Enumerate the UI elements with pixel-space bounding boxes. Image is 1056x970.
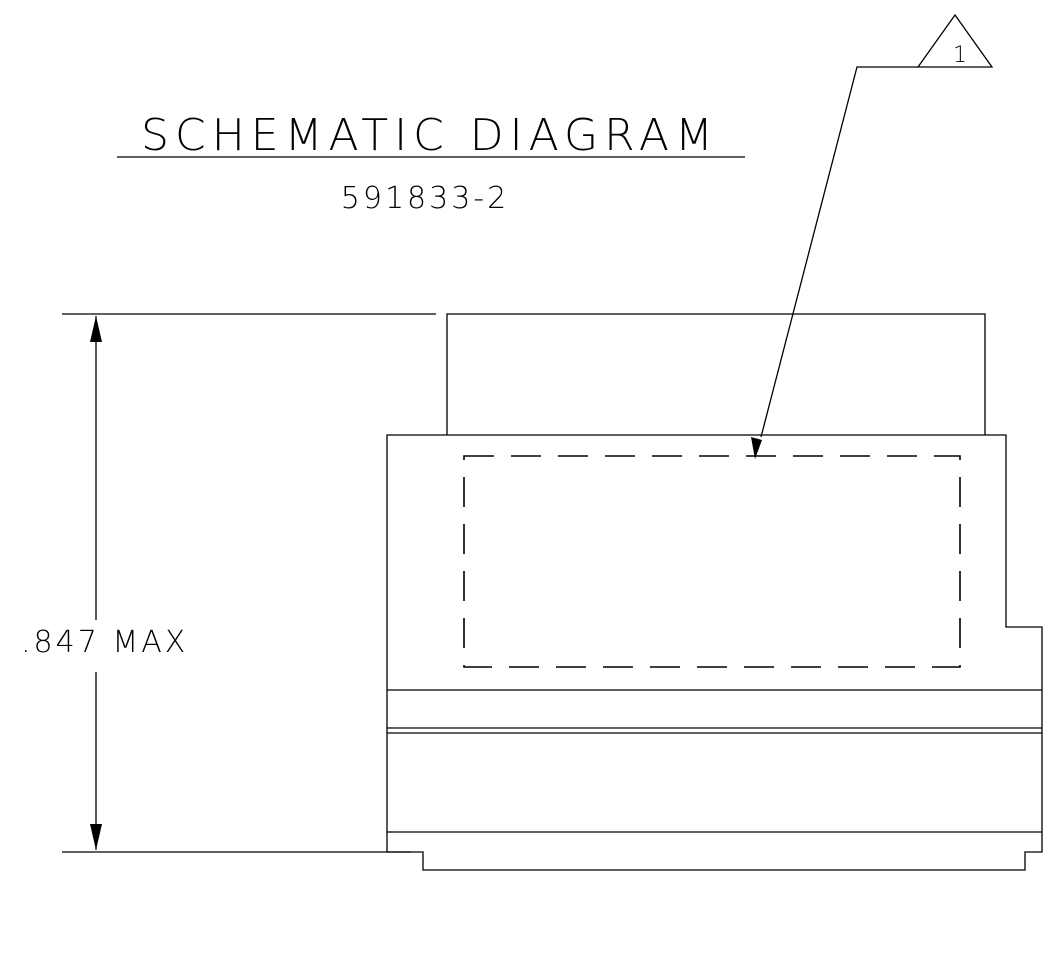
top-housing — [446, 313, 986, 435]
hidden-window-outline — [463, 455, 961, 668]
part-number: 591833-2 — [341, 181, 509, 216]
height-dimension: .847 MAX — [21, 313, 436, 853]
diagram-title: SCHEMATIC DIAGRAM — [141, 110, 719, 161]
main-body-outline — [386, 434, 1043, 871]
note-flag-number: 1 — [953, 43, 967, 68]
note-leader-arrowhead — [751, 437, 762, 459]
dimension-label: .847 MAX — [21, 625, 188, 660]
dimension-arrowhead-bottom — [90, 824, 102, 850]
dimension-arrowhead-top — [90, 316, 102, 342]
component-outline — [386, 313, 1043, 871]
title-block: SCHEMATIC DIAGRAM 591833-2 — [117, 110, 745, 216]
note-flag-triangle — [916, 13, 994, 68]
note-flag: 1 — [751, 13, 994, 459]
note-leader-line — [760, 66, 918, 438]
